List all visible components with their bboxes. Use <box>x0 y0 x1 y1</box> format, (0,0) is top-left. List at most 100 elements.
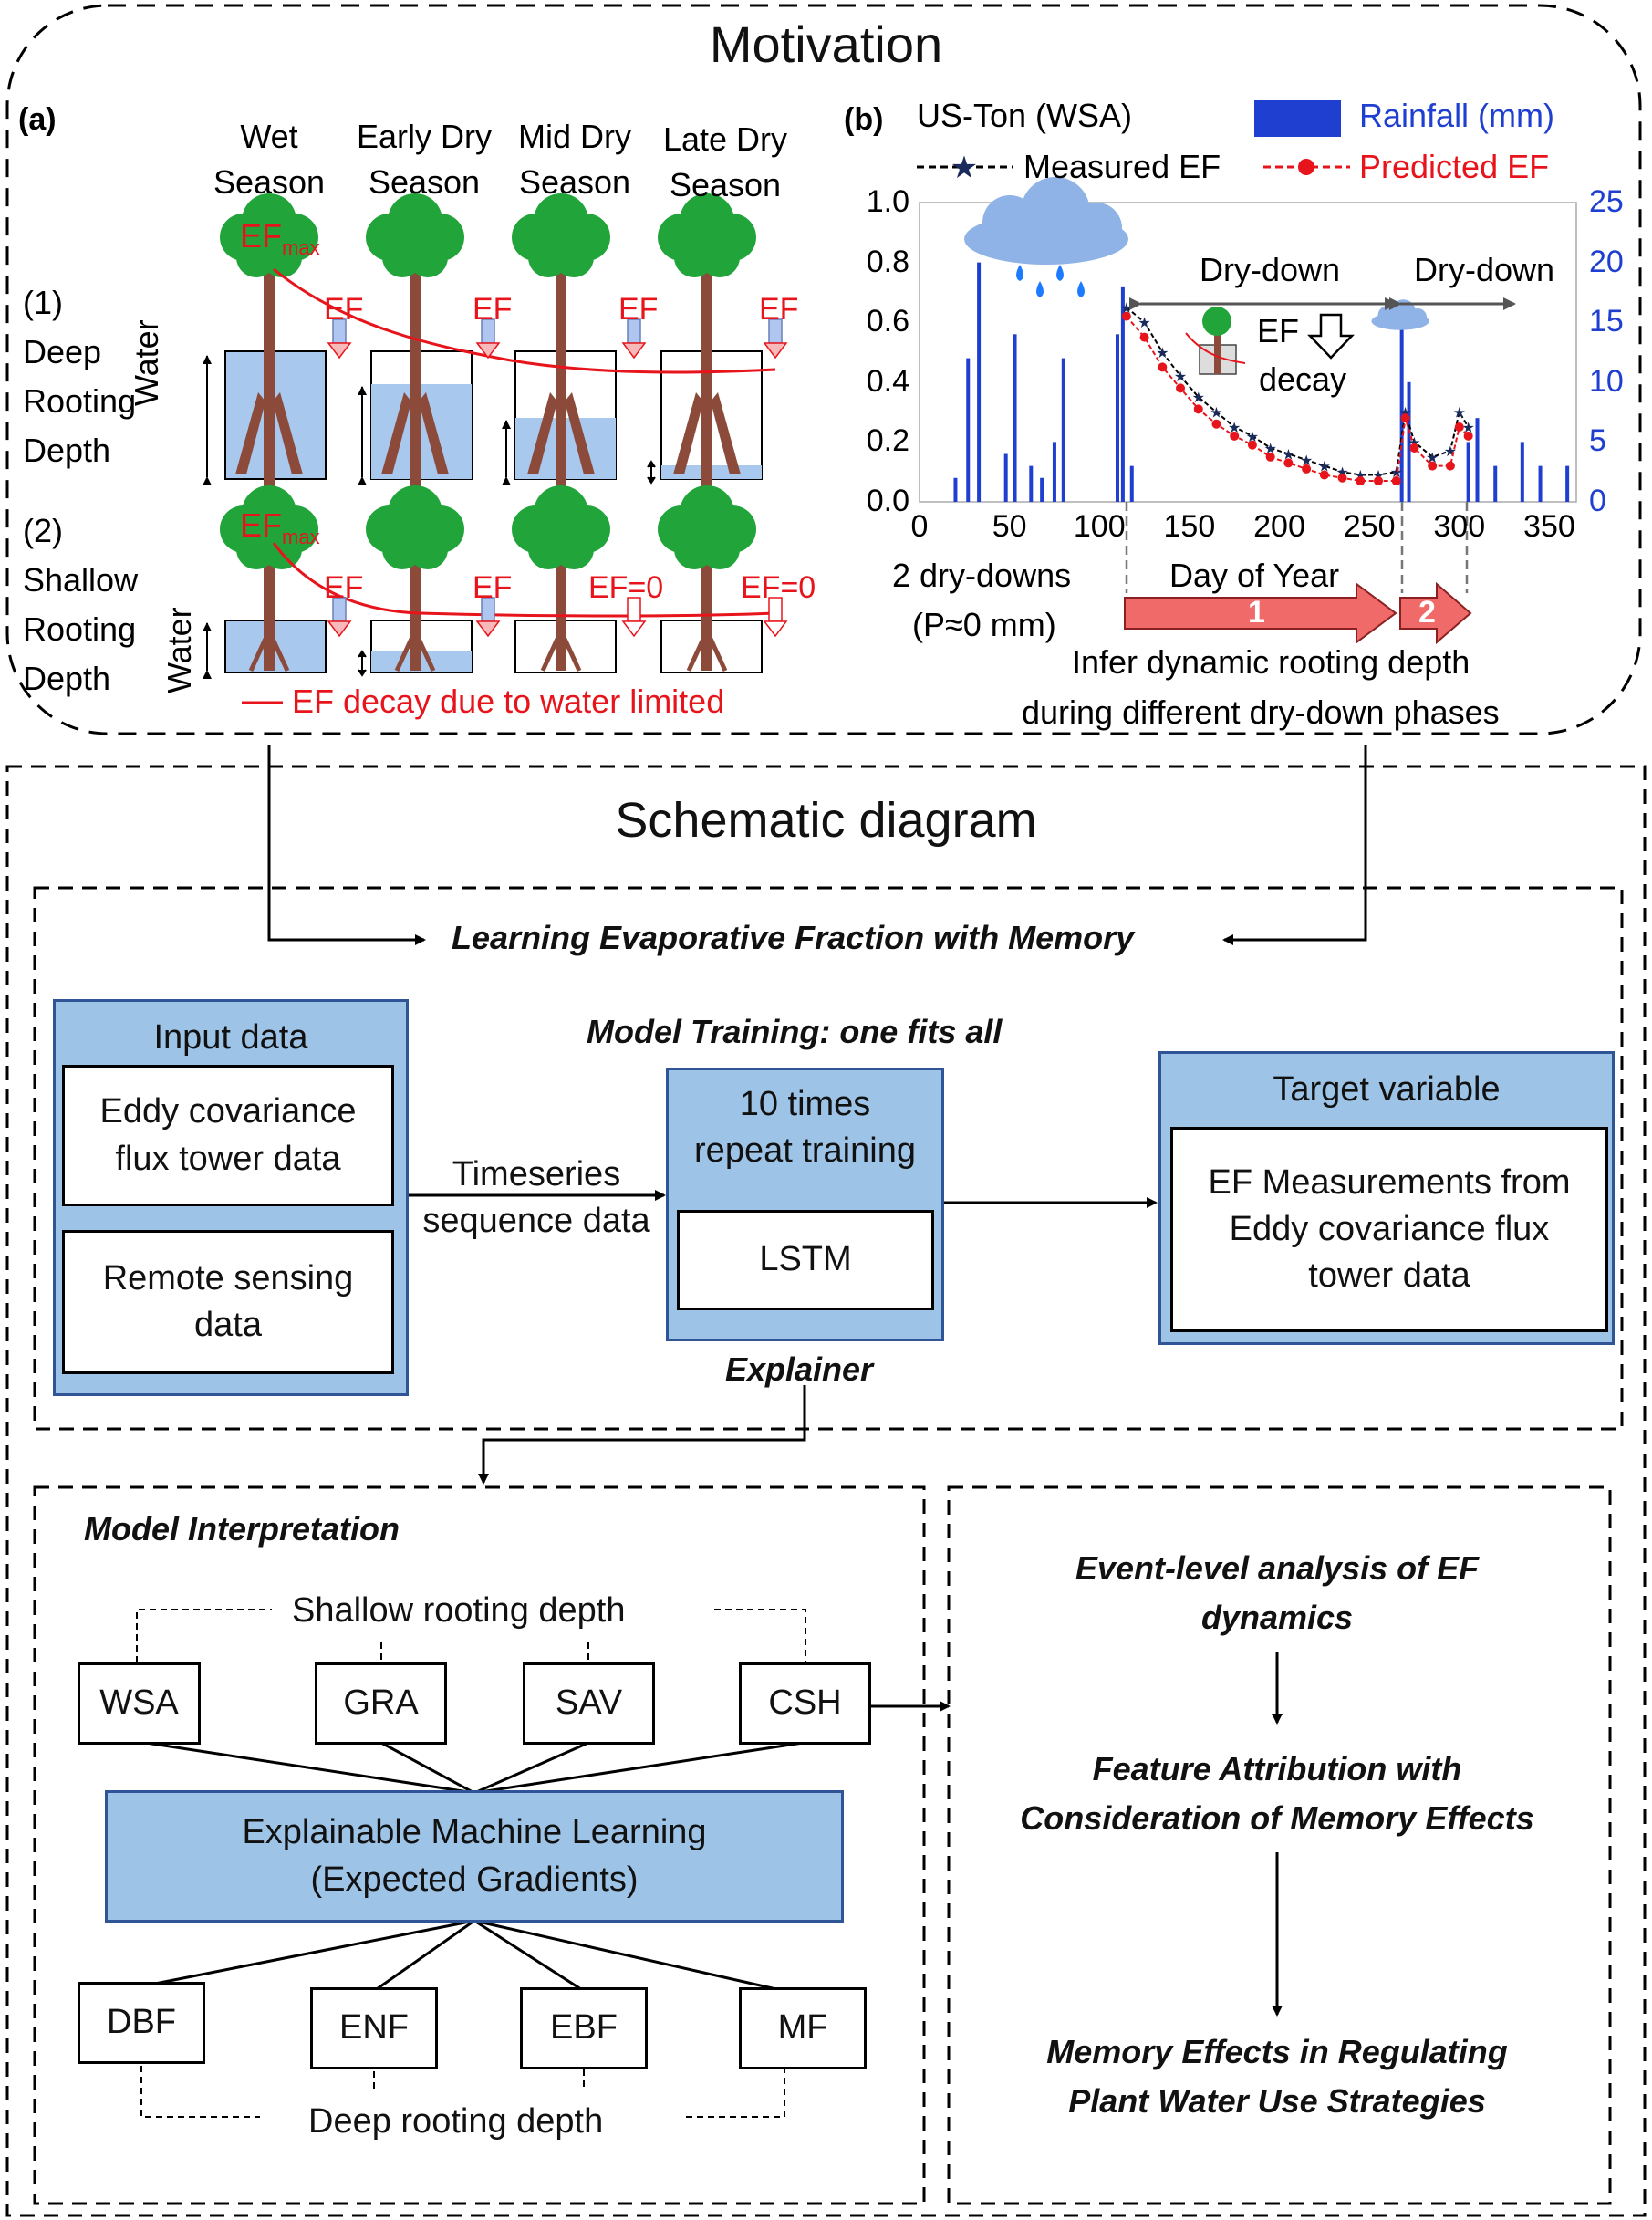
xml-box: Explainable Machine Learning (Expected G… <box>105 1790 844 1923</box>
deep-label: Deep rooting depth <box>308 2102 604 2141</box>
ef-measurements-text: EF Measurements from Eddy covariance flu… <box>1208 1162 1571 1296</box>
measured-ef-point: ★ <box>1263 442 1276 457</box>
predicted-ef-point <box>1121 311 1131 321</box>
infer-text-1: Infer dynamic rooting depth <box>1072 643 1470 681</box>
season-mid-dry-text: Mid Dry Season <box>518 118 631 202</box>
water-label-1: Water <box>128 319 165 406</box>
ef-r2-1: EF <box>324 570 364 605</box>
measured-ef-point: ★ <box>1174 370 1187 385</box>
predicted-ef-point <box>1211 419 1221 429</box>
measured-ef-point: ★ <box>1390 465 1403 481</box>
row1-line2: Rooting <box>23 382 137 420</box>
measured-ef-point: ★ <box>1210 406 1222 422</box>
svg-text:★: ★ <box>951 151 978 185</box>
eddy-flux-box: Eddy covariance flux tower data <box>62 1065 394 1206</box>
ef-max-1: EFmax <box>240 217 320 260</box>
ef-r1-4: EF <box>759 292 799 327</box>
x-tick: 350 <box>1523 509 1575 544</box>
type-enf: ENF <box>310 1987 438 2069</box>
remote-sensing-text: Remote sensing data <box>102 1258 354 1344</box>
predicted-ef-point <box>1454 422 1464 432</box>
y-right-tick: 5 <box>1589 423 1606 459</box>
panel-a-graphics <box>203 193 787 704</box>
shallow-label: Shallow rooting depth <box>292 1591 626 1630</box>
measured-ef-point: ★ <box>1300 453 1313 469</box>
season-mid-dry: Mid Dry Season <box>497 114 652 206</box>
learning-title: Learning Evaporative Fraction with Memor… <box>452 919 1135 956</box>
predicted-ef-point <box>1283 458 1294 468</box>
type-csh: CSH <box>739 1662 871 1745</box>
type-wsa-text: WSA <box>99 1683 179 1723</box>
x-tick: 0 <box>910 509 929 544</box>
x-tick: 250 <box>1343 509 1396 544</box>
panel-b-label: (b) <box>844 102 884 137</box>
predicted-ef-point <box>1337 473 1347 483</box>
schematic-title: Schematic diagram <box>615 793 1037 848</box>
rainfall-bar <box>1029 465 1034 502</box>
type-dbf: DBF <box>78 1982 205 2064</box>
type-ebf-text: EBF <box>550 2008 618 2048</box>
legend-measured: Measured EF <box>1023 148 1221 185</box>
season-late-dry: Late Dry Season <box>643 117 807 209</box>
ef-max-2-ef: EF <box>240 506 283 544</box>
row1-line1: Deep <box>23 333 102 370</box>
rainfall-bar <box>977 262 982 502</box>
type-sav-text: SAV <box>555 1683 623 1723</box>
measured-ef-line <box>1126 307 1470 476</box>
ef-measurements-box: EF Measurements from Eddy covariance flu… <box>1170 1127 1608 1332</box>
ef-r1-1: EF <box>324 292 364 327</box>
x-tick: 300 <box>1433 509 1486 544</box>
y-left-tick: 1.0 <box>866 184 909 219</box>
ef-r2-4: EF=0 <box>741 570 816 605</box>
interpretation-frame <box>33 1485 926 2205</box>
rainfall-bar <box>1115 334 1119 502</box>
row2-line2: Rooting <box>23 610 137 648</box>
lstm-text: LSTM <box>759 1240 852 1279</box>
ef-r1-2: EF <box>473 292 513 327</box>
x-tick: 150 <box>1163 509 1216 544</box>
ef-max-1-sub: max <box>282 236 320 260</box>
y-right-tick: 10 <box>1589 363 1624 399</box>
rainfall-bar <box>1520 442 1524 502</box>
learning-frame <box>33 886 1624 1431</box>
step-2: Feature Attribution with Consideration o… <box>958 1745 1596 1843</box>
step-3: Memory Effects in Regulating Plant Water… <box>958 2027 1596 2126</box>
step-2-text: Feature Attribution with Consideration o… <box>1020 1750 1534 1837</box>
rainfall-bar <box>966 358 971 502</box>
predicted-ef-point <box>1158 362 1168 372</box>
timeseries-label: Timeseries sequence data <box>409 1152 664 1245</box>
row2-label: (2) Shallow Rooting Depth <box>23 506 138 704</box>
rainfall-bar <box>1003 453 1008 502</box>
type-enf-text: ENF <box>339 2008 409 2048</box>
target-variable-title: Target variable <box>1273 1070 1501 1109</box>
predicted-ef-point <box>1374 476 1384 486</box>
model-training-title: Model Training: one fits all <box>587 1013 1003 1050</box>
ef-max-2: EFmax <box>240 506 320 549</box>
predicted-ef-point <box>1302 464 1312 474</box>
type-dbf-text: DBF <box>107 2003 176 2042</box>
two-drydowns-2: (P≈0 mm) <box>912 606 1056 643</box>
rainfall-bar <box>1040 477 1044 502</box>
measured-ef-point: ★ <box>1228 421 1241 436</box>
y-right-tick: 15 <box>1589 304 1624 339</box>
predicted-ef-point <box>1176 383 1186 393</box>
rainfall-bar <box>953 477 958 502</box>
rainfall-bar <box>1120 286 1125 502</box>
y-left-tick: 0.0 <box>866 484 909 518</box>
rainfall-bar <box>1407 381 1411 502</box>
measured-ef-point: ★ <box>1156 346 1169 361</box>
y-left-tick: 0.2 <box>866 423 909 459</box>
measured-ef-point: ★ <box>1453 406 1466 422</box>
type-mf: MF <box>739 1987 867 2069</box>
motivation-title: Motivation <box>709 16 943 73</box>
site-label: US-Ton (WSA) <box>917 97 1133 134</box>
legend-predicted: Predicted EF <box>1359 148 1550 185</box>
ef-max-2-sub: max <box>282 526 320 549</box>
step-3-text: Memory Effects in Regulating Plant Water… <box>1046 2033 1508 2120</box>
season-wet-text: Wet Season <box>213 118 326 202</box>
predicted-ef-point <box>1230 431 1240 441</box>
y-left-tick: 0.4 <box>866 363 909 399</box>
row2-line3: Depth <box>23 660 111 697</box>
ef-decay-word: decay <box>1259 360 1347 398</box>
